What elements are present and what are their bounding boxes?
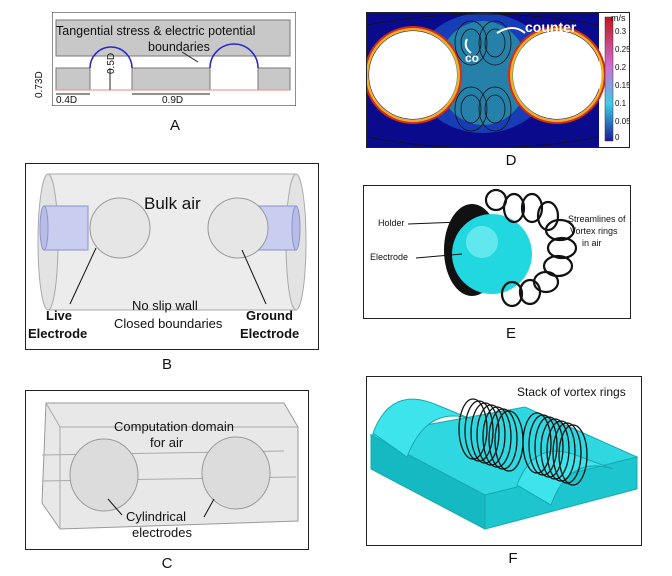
stack-label: Stack of vortex rings: [517, 385, 626, 399]
left-half-cylinder: [372, 398, 472, 458]
ground-electrode-sphere: [207, 197, 269, 259]
dim-073-label: 0.73D: [34, 71, 45, 98]
cbar-tick-5: 0.05: [615, 117, 630, 126]
panel-d-label: D: [505, 152, 517, 169]
cbar-tick-4: 0.1: [615, 99, 627, 108]
boundary-arrow: [181, 51, 199, 63]
holder-label: Holder: [378, 218, 405, 228]
cbar-tick-1: 0.25: [615, 45, 630, 54]
right-electrode-arc: [209, 43, 259, 69]
counter-arrow: [496, 27, 526, 34]
stream-label-1: Streamlines of: [568, 214, 626, 224]
wall-label-2: Closed boundaries: [114, 316, 223, 331]
co-arrow: [464, 38, 472, 54]
panel-b-label: B: [161, 356, 172, 373]
right-cylinder: [201, 436, 271, 510]
vortex-ring-stacks: [458, 398, 588, 486]
bulk-air-label: Bulk air: [144, 194, 201, 213]
dim-09-label: 0.9D: [162, 95, 184, 106]
cbar-tick-6: 0: [615, 133, 620, 142]
cbar-tick-2: 0.2: [615, 63, 627, 72]
stream-label-3: in air: [582, 238, 602, 248]
right-half-cylinder: [516, 450, 614, 506]
streamlines: [367, 13, 600, 147]
stream-label-2: Vortex rings: [570, 226, 618, 236]
bottom-middle-block: [131, 67, 211, 91]
counter-label: counter: [525, 19, 577, 35]
panel-c-domain: [41, 402, 299, 530]
wall-label-1: No slip wall: [132, 298, 198, 313]
panel-a-title-line1: Tangential stress & electric potential: [56, 24, 256, 38]
cbar-tick-3: 0.15: [615, 81, 630, 90]
colorbar-unit: m/s: [611, 13, 626, 23]
cyl-arrow-left: [107, 498, 123, 516]
panel-f: Stack of vortex rings: [366, 376, 642, 546]
panel-d-velocity-map: [367, 13, 614, 147]
panel-d: counter co m/s 0.3 0.25 0.2 0.15 0.1 0.0…: [366, 12, 630, 148]
bottom-right-block: [257, 67, 291, 91]
panel-c-label: C: [161, 555, 173, 572]
dim-05-label: 0.5D: [106, 52, 117, 74]
left-electrode-cutout: [369, 31, 457, 119]
panel-e-vortex-rings: [407, 188, 578, 308]
panel-f-stack: [369, 398, 639, 530]
electrode-label: Electrode: [370, 252, 409, 262]
panel-e: Holder Electrode Streamlines of Vortex r…: [363, 185, 631, 319]
left-cylinder: [69, 438, 139, 512]
panel-b: Bulk air Live Electrode Ground Electrode…: [25, 163, 319, 350]
bottom-left-block: [55, 67, 91, 91]
panel-a-schematic: [52, 12, 296, 106]
live-electrode-sphere: [89, 197, 151, 259]
colorbar: [604, 16, 614, 142]
live-label-1: Live: [46, 308, 73, 323]
cyl-label-1: Cylindrical: [126, 509, 186, 524]
domain-label-2: for air: [150, 435, 184, 450]
live-label-2: Electrode: [28, 326, 88, 341]
domain-label-1: Computation domain: [114, 419, 234, 434]
co-label: co: [465, 51, 480, 65]
holder-leader: [407, 221, 461, 225]
panel-e-label: E: [505, 325, 516, 342]
panel-b-cylinder: [37, 173, 307, 311]
cbar-tick-0: 0.3: [615, 27, 627, 36]
live-holder: [43, 205, 89, 251]
cyl-label-2: electrodes: [132, 525, 192, 540]
ground-label-2: Electrode: [240, 326, 300, 341]
vortex-ring-streamlines: [484, 188, 578, 308]
dim-04-label: 0.4D: [56, 95, 78, 106]
live-leader: [69, 247, 97, 305]
panel-a-title-line2: boundaries: [148, 40, 210, 54]
left-electrode-arc: [89, 46, 133, 69]
panel-f-label: F: [508, 550, 518, 567]
right-electrode-cutout: [513, 31, 601, 119]
panel-a: Tangential stress & electric potential b…: [52, 12, 296, 106]
panel-a-label: A: [169, 117, 180, 134]
panel-c: Computation domain for air Cylindrical e…: [25, 390, 309, 550]
electrode-leader: [415, 253, 463, 259]
ground-leader: [241, 249, 267, 305]
cyl-arrow-right: [203, 498, 215, 518]
ground-label-1: Ground: [246, 308, 293, 323]
